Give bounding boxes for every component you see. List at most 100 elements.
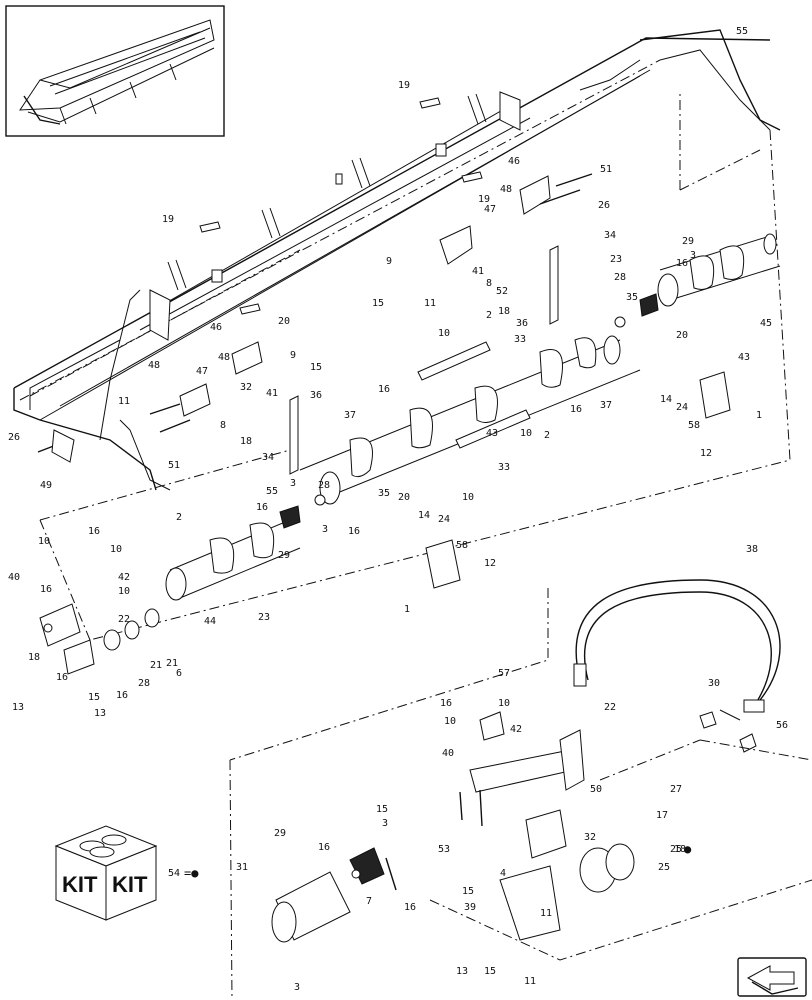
right-auger-segment <box>657 233 781 307</box>
callout-label: 10 <box>444 716 456 727</box>
callout-label: 17 <box>656 810 668 821</box>
callout-label: 29 <box>278 550 290 561</box>
callout-label: 46 <box>210 322 222 333</box>
callout-label: 50 <box>590 784 602 795</box>
callout-label: 36 <box>516 318 528 329</box>
callout-label: 48 <box>148 360 160 371</box>
callout-label: 20 <box>278 316 290 327</box>
callout-label: 43 <box>486 428 498 439</box>
callout-label: 49 <box>40 480 52 491</box>
callout-label: 30 <box>708 678 720 689</box>
callout-label: 14 <box>660 394 672 405</box>
callout-label: 24 <box>438 514 450 525</box>
callout-label: 1 <box>404 604 410 615</box>
drive-assembly <box>459 711 635 941</box>
callout-label: 13 <box>456 966 468 977</box>
callout-label: 10 <box>438 328 450 339</box>
callout-label: 28 <box>318 480 330 491</box>
callout-label: 16 <box>404 902 416 913</box>
callout-label: 20 <box>676 330 688 341</box>
callout-label: 3 <box>382 818 388 829</box>
callout-label: 11 <box>424 298 436 309</box>
callout-label: 35 <box>378 488 390 499</box>
callout-label: 55 <box>266 486 278 497</box>
callout-label: 10 <box>38 536 50 547</box>
auger-section-boundary <box>39 90 791 641</box>
callout-label: 15 <box>484 966 496 977</box>
callout-label: 10 <box>520 428 532 439</box>
callout-label: 58 <box>688 420 700 431</box>
callout-label: 20 <box>398 492 410 503</box>
callout-label: 52 <box>496 286 508 297</box>
callout-label: 51 <box>600 164 612 175</box>
callout-label: 13 <box>12 702 24 713</box>
callout-label: 9 <box>290 350 296 361</box>
callout-label: 18 <box>498 306 510 317</box>
callout-label: 51 <box>168 460 180 471</box>
callout-label: 4 <box>500 868 506 879</box>
callout-label: 16 <box>378 384 390 395</box>
callout-label: 33 <box>514 334 526 345</box>
callout-label: 6 <box>176 668 182 679</box>
callout-label: 7 <box>0 0 6 3</box>
callout-label: 3 <box>322 524 328 535</box>
hardware <box>37 173 731 675</box>
header-frame <box>13 29 781 491</box>
callout-label: 15 <box>310 362 322 373</box>
kit-box: KIT KIT 54 =● <box>54 825 199 921</box>
callout-label: 1 <box>756 410 762 421</box>
marker-25-number: 25 <box>670 844 682 855</box>
callout-label: 2 <box>486 310 492 321</box>
callout-label: 3 <box>290 478 296 489</box>
callout-label: 19 <box>478 194 490 205</box>
callout-label: 34 <box>262 452 274 463</box>
callout-label: 24 <box>676 402 688 413</box>
left-auger-segment <box>165 519 301 601</box>
callout-label: 42 <box>118 572 130 583</box>
callout-label: 29 <box>682 236 694 247</box>
kit-label-right: KIT <box>112 872 148 897</box>
callout-label: 28 <box>138 678 150 689</box>
callout-label: 35 <box>626 292 638 303</box>
callout-label: 3 <box>690 250 696 261</box>
callout-label: 32 <box>584 832 596 843</box>
callout-label: 46 <box>508 156 520 167</box>
callout-label: 9 <box>386 256 392 267</box>
callout-label: 15 <box>462 886 474 897</box>
callout-label: 29 <box>274 828 286 839</box>
callout-label: 10 <box>462 492 474 503</box>
drive-section-boundary <box>229 588 812 1000</box>
callout-label: 16 <box>56 672 68 683</box>
callout-label: 8 <box>220 420 226 431</box>
callout-label: 41 <box>266 388 278 399</box>
callout-label: 2 <box>176 512 182 523</box>
callout-label: 22 <box>604 702 616 713</box>
callout-label: 3 <box>294 982 300 993</box>
callout-label: 47 <box>196 366 208 377</box>
upper-auger <box>299 335 641 505</box>
navigation-arrow-icon[interactable] <box>737 957 807 997</box>
callout-label: 18 <box>240 436 252 447</box>
callout-label: 39 <box>464 902 476 913</box>
marker-25-symbol: ● <box>684 842 692 856</box>
callout-label: 16 <box>570 404 582 415</box>
callout-label: 10 <box>118 586 130 597</box>
callout-label: 13 <box>94 708 106 719</box>
callout-label: 10 <box>110 544 122 555</box>
callout-label: 11 <box>118 396 130 407</box>
callout-label: 8 <box>486 278 492 289</box>
callout-label: 16 <box>676 258 688 269</box>
callout-label: 55 <box>736 26 748 37</box>
callout-label: 42 <box>510 724 522 735</box>
callout-label: 21 <box>150 660 162 671</box>
callout-label: 40 <box>442 748 454 759</box>
inset-thumbnail <box>5 5 225 137</box>
callout-label: 19 <box>162 214 174 225</box>
callout-label: 37 <box>344 410 356 421</box>
callout-label: 18 <box>674 844 686 855</box>
callout-label: 31 <box>236 862 248 873</box>
callout-label: 45 <box>760 318 772 329</box>
callout-label: 16 <box>440 698 452 709</box>
callout-label: 22 <box>118 614 130 625</box>
callout-label: 16 <box>256 502 268 513</box>
